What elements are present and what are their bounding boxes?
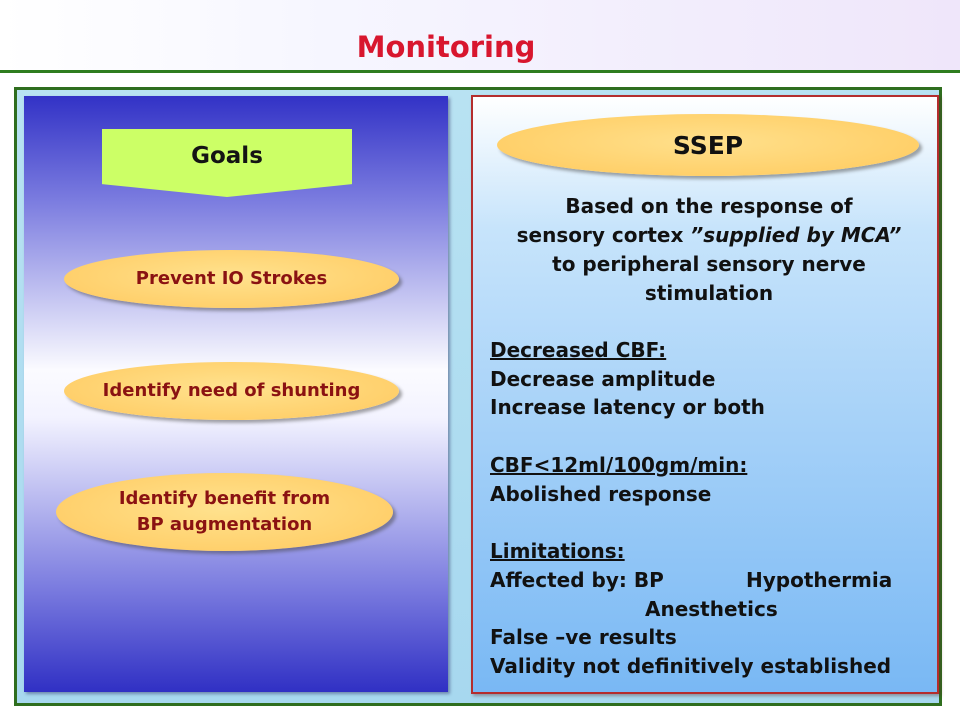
cbf-threshold-heading: CBF<12ml/100gm/min:	[490, 453, 748, 477]
goal-label: Prevent IO Strokes	[135, 268, 328, 289]
goal-identify-bp-benefit: Identify benefit from BP augmentation	[56, 473, 393, 551]
cbf-threshold-item: Abolished response	[490, 482, 712, 506]
title-divider	[0, 70, 960, 73]
title-band	[0, 0, 960, 73]
intro-italic: ”supplied by MCA”	[690, 223, 902, 247]
limitations-item: False –ve results	[490, 625, 677, 649]
goal-prevent-strokes: Prevent IO Strokes	[64, 250, 399, 308]
limitations-affected-by: Affected by: BP	[490, 568, 664, 592]
ssep-panel	[471, 95, 939, 694]
limitations-anesthetics: Anesthetics	[645, 597, 778, 621]
intro-line: Based on the response of	[565, 194, 853, 218]
decreased-cbf-item: Decrease amplitude	[490, 367, 716, 391]
decreased-cbf-heading: Decreased CBF:	[490, 338, 667, 362]
goal-label-line1: Identify benefit from	[118, 488, 331, 509]
ssep-heading: SSEP	[497, 114, 919, 176]
goals-heading: Goals	[191, 143, 263, 169]
slide-title: Monitoring	[356, 30, 536, 64]
goal-label-line2: BP augmentation	[136, 514, 313, 535]
limitations-item: Validity not definitively established	[490, 654, 892, 678]
ssep-intro: Based on the response of sensory cortex …	[480, 192, 938, 308]
decreased-cbf-item: Increase latency or both	[490, 395, 765, 419]
goals-pentagon	[102, 129, 352, 197]
intro-line: stimulation	[644, 281, 774, 305]
limitations-hypothermia: Hypothermia	[746, 568, 893, 592]
goal-identify-shunting: Identify need of shunting	[64, 362, 399, 420]
intro-plain: sensory cortex	[516, 223, 691, 247]
goal-label: Identify need of shunting	[102, 380, 361, 401]
intro-line: sensory cortex ”supplied by MCA”	[480, 221, 938, 250]
limitations-heading: Limitations:	[490, 539, 625, 563]
intro-line: to peripheral sensory nerve	[552, 252, 866, 276]
